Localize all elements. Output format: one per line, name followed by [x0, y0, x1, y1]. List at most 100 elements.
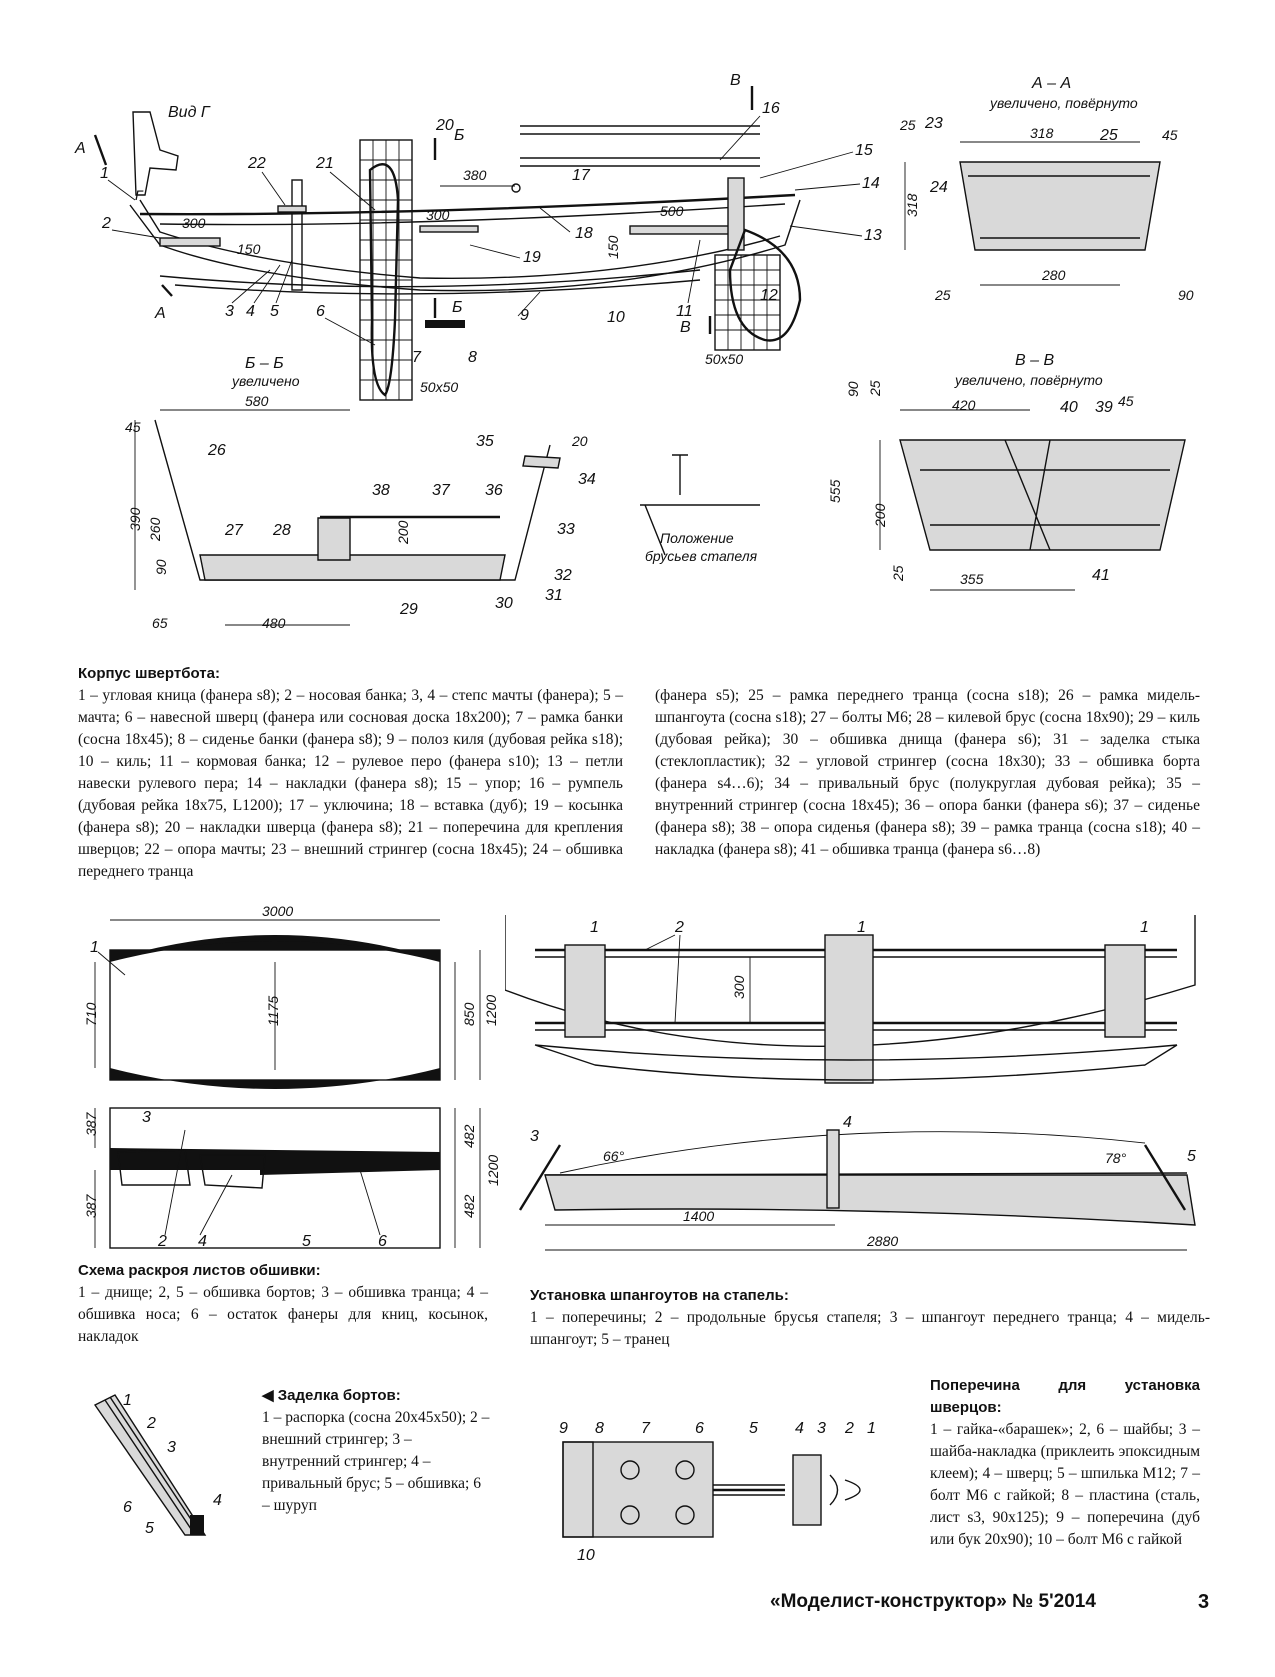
svg-text:4: 4	[198, 1233, 207, 1250]
sides-detail-drawing: 1 2 3 4 6 5	[93, 1392, 222, 1537]
svg-text:65: 65	[152, 615, 168, 631]
svg-text:2: 2	[101, 215, 111, 232]
section-a-a: А – А увеличено, повёрнуто 318 25 45 318…	[899, 75, 1194, 303]
svg-text:25: 25	[867, 380, 883, 397]
svg-text:12: 12	[760, 287, 778, 304]
svg-text:2880: 2880	[866, 1233, 898, 1249]
svg-text:3: 3	[817, 1420, 826, 1437]
svg-text:1: 1	[90, 939, 99, 956]
svg-text:20: 20	[435, 117, 454, 134]
svg-text:38: 38	[372, 482, 390, 499]
svg-text:Б – Б: Б – Б	[245, 355, 284, 372]
svg-text:увеличено, повёрнуто: увеличено, повёрнуто	[989, 95, 1138, 111]
svg-text:А – А: А – А	[1031, 75, 1071, 92]
svg-text:318: 318	[1030, 125, 1054, 141]
svg-text:25: 25	[934, 287, 951, 303]
svg-text:9: 9	[559, 1420, 568, 1437]
svg-text:45: 45	[1118, 393, 1134, 409]
section-v-v: В – В увеличено, повёрнуто 420 90 25 45 …	[827, 352, 1186, 591]
svg-text:200: 200	[872, 503, 888, 528]
svg-text:26: 26	[207, 442, 226, 459]
svg-text:500: 500	[660, 203, 684, 219]
svg-text:387: 387	[83, 1111, 99, 1136]
svg-text:27: 27	[224, 522, 244, 539]
svg-text:22: 22	[247, 155, 266, 172]
svg-text:1175: 1175	[265, 996, 281, 1026]
svg-text:увеличено, повёрнуто: увеличено, повёрнуто	[954, 372, 1103, 388]
svg-text:13: 13	[864, 227, 882, 244]
cutting-caption-text: 1 – днище; 2, 5 – обшивка бортов; 3 – об…	[78, 1284, 488, 1345]
svg-text:30: 30	[495, 595, 513, 612]
svg-text:35: 35	[476, 433, 494, 450]
section-b-b: Б – Б увеличено 580 45 390 260 90 65 480…	[125, 355, 596, 631]
svg-text:В – В: В – В	[1015, 352, 1054, 369]
svg-text:16: 16	[762, 100, 780, 117]
svg-text:А: А	[74, 140, 86, 157]
svg-text:300: 300	[182, 215, 206, 231]
svg-text:25: 25	[890, 565, 906, 582]
svg-text:21: 21	[315, 155, 334, 172]
svg-text:25: 25	[1099, 127, 1118, 144]
svg-text:1: 1	[857, 919, 866, 936]
centerboard-grid	[359, 139, 413, 401]
svg-text:4: 4	[795, 1420, 804, 1437]
svg-text:24: 24	[929, 179, 948, 196]
svg-text:78°: 78°	[1105, 1150, 1127, 1166]
svg-text:390: 390	[127, 507, 143, 531]
svg-text:9: 9	[520, 307, 529, 324]
svg-text:Положение: Положение	[660, 530, 734, 546]
crossbar-caption-title: Поперечина для установка шверцов:	[930, 1377, 1200, 1416]
svg-text:Б: Б	[452, 299, 462, 316]
hull-caption-col2: (фанера s5); 25 – рамка переднего транца…	[655, 685, 1200, 861]
svg-text:6: 6	[695, 1420, 704, 1437]
svg-text:увеличено: увеличено	[231, 373, 300, 389]
svg-text:3: 3	[167, 1439, 176, 1456]
svg-text:Б: Б	[454, 127, 464, 144]
svg-text:260: 260	[147, 517, 163, 542]
svg-text:40: 40	[1060, 399, 1078, 416]
svg-text:18: 18	[575, 225, 593, 242]
svg-text:8: 8	[468, 349, 477, 366]
svg-text:50x50: 50x50	[705, 351, 743, 367]
stapel-drawing: 300 1 2 1 1 66° 78° 1400 2880 3 4 5	[505, 915, 1196, 1251]
svg-text:387: 387	[83, 1193, 99, 1218]
svg-text:36: 36	[485, 482, 503, 499]
svg-text:50x50: 50x50	[420, 379, 458, 395]
svg-text:5: 5	[1187, 1148, 1196, 1165]
svg-text:5: 5	[749, 1420, 758, 1437]
svg-text:В: В	[680, 319, 691, 336]
svg-text:Г: Г	[135, 187, 144, 203]
crossbar-drawing: 9 8 7 6 5 4 3 2 1 10	[559, 1420, 876, 1564]
crossbar-caption: Поперечина для установка шверцов: 1 – га…	[930, 1375, 1200, 1551]
svg-text:710: 710	[83, 1002, 99, 1026]
magazine-footer: «Моделист-конструктор» № 5'2014	[770, 1591, 1096, 1612]
svg-text:5: 5	[145, 1520, 154, 1537]
svg-text:66°: 66°	[603, 1148, 625, 1164]
svg-text:280: 280	[1041, 267, 1066, 283]
rudder-grid	[714, 228, 802, 351]
hull-outline	[129, 199, 801, 292]
svg-text:20: 20	[571, 433, 588, 449]
hull-caption-col1: Корпус швертбота: 1 – угловая кница (фан…	[78, 663, 623, 883]
svg-text:45: 45	[125, 419, 141, 435]
svg-text:6: 6	[123, 1499, 132, 1516]
cutting-scheme-drawing: 3000 710 1175 850 1200 1 387 387 482 482…	[83, 903, 500, 1250]
stapel-caption: Установка шпангоутов на стапель: 1 – поп…	[530, 1285, 1210, 1351]
svg-text:1: 1	[590, 919, 599, 936]
hull-caption-text-1: 1 – угловая кница (фанера s8); 2 – носов…	[78, 687, 623, 880]
svg-text:39: 39	[1095, 399, 1113, 416]
cutting-caption: Схема раскроя листов обшивки: 1 – днище;…	[78, 1260, 488, 1348]
svg-text:6: 6	[316, 303, 325, 320]
svg-text:150: 150	[237, 241, 261, 257]
hull-caption-title: Корпус швертбота:	[78, 665, 220, 682]
sides-caption-text: 1 – распорка (сосна 20х45х50); 2 – внешн…	[262, 1409, 490, 1514]
svg-text:17: 17	[572, 167, 591, 184]
svg-text:В: В	[730, 72, 741, 89]
svg-text:25: 25	[899, 117, 916, 133]
svg-text:32: 32	[554, 567, 572, 584]
svg-text:брусьев стапеля: брусьев стапеля	[645, 548, 758, 564]
svg-text:380: 380	[463, 167, 487, 183]
svg-text:7: 7	[641, 1420, 651, 1437]
svg-text:1: 1	[100, 165, 109, 182]
sides-caption-title: ◀ Заделка бортов:	[262, 1387, 401, 1404]
